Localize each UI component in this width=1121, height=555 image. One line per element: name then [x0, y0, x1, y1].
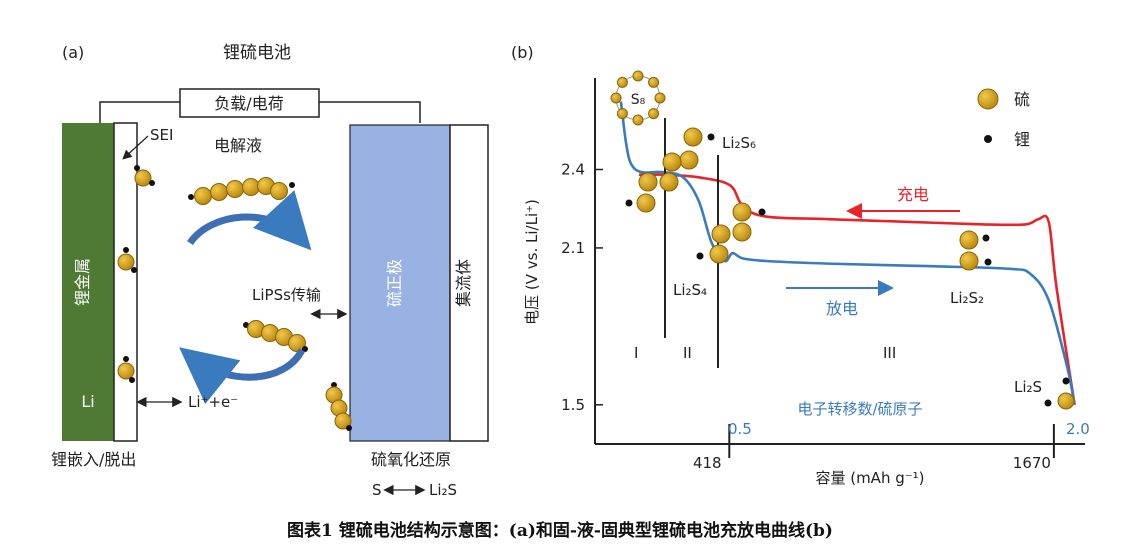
lithium-metal-label: 锂金属 [73, 258, 92, 306]
top-tick-0-5: 0.5 [728, 420, 752, 438]
discharge-curve [619, 101, 1076, 406]
sei-layer [113, 122, 138, 442]
sei-polysulfide-2 [117, 247, 137, 273]
load-box [179, 88, 320, 118]
charge-label: 充电 [897, 185, 929, 204]
li2s6-molecule [625, 127, 715, 213]
legend-lithium-label: 锂 [1014, 130, 1030, 149]
sei-polysulfide-3 [117, 356, 135, 383]
cathode-polysulfide-chain [325, 382, 352, 431]
li2s2-label: Li₂S₂ [950, 289, 984, 307]
panel-a-label: (a) [62, 43, 84, 62]
y-tick-label: 1.5 [561, 396, 585, 414]
shuttle-arrow-bottom [179, 347, 306, 405]
region-1-label: I [634, 344, 638, 362]
x-tick-label: 1670 [1013, 454, 1051, 472]
y-axis-label: 电压 (V vs. Li/Li⁺) [523, 199, 541, 325]
legend-sulfur-marker [977, 88, 999, 110]
region-2-label: II [683, 344, 692, 362]
sei-pointer [122, 135, 149, 160]
shuttle-arrow-top [187, 190, 312, 251]
li2s2-molecule [959, 230, 992, 271]
lithium-anode [62, 123, 114, 441]
li-label: Li [81, 392, 94, 411]
panel-b: (b) 电压 (V vs. Li/Li⁺) 容量 (mAh g⁻¹) 1.5 2.… [511, 43, 1090, 487]
wire-right [319, 101, 421, 123]
panel-a: (a) 锂硫电池 负载/电荷 锂金属 Li SEI 电解液 硫正极 集流体 [51, 43, 489, 499]
polysulfide-chain-lower [243, 320, 308, 352]
li2s4-molecule [696, 202, 766, 264]
li2s6-label: Li₂S₆ [722, 134, 756, 152]
cathode-label: 硫正极 [385, 259, 404, 307]
wire-left [99, 101, 180, 123]
discharge-label: 放电 [826, 299, 858, 318]
li2s-label: Li₂S [1014, 378, 1042, 396]
reaction-right: Li₂S [429, 481, 457, 499]
legend-sulfur-label: 硫 [1014, 90, 1030, 109]
lipss-label: LiPSs传输 [252, 286, 321, 304]
x-axis-label: 容量 (mAh g⁻¹) [815, 469, 924, 487]
region-3-label: III [883, 344, 896, 362]
li-ion-label: Li⁺+e⁻ [188, 393, 238, 411]
legend-lithium-marker [984, 135, 992, 143]
current-collector [449, 124, 489, 442]
x-tick-label: 418 [693, 454, 722, 472]
top-tick-2-0: 2.0 [1066, 420, 1090, 438]
sulfur-redox-label: 硫氧化还原 [371, 450, 451, 469]
y-tick-label: 2.4 [561, 161, 585, 179]
sei-label: SEI [150, 126, 173, 144]
legend: 硫 锂 [977, 88, 1030, 149]
sei-polysulfide-1 [134, 165, 155, 187]
electrolyte-label: 电解液 [214, 136, 262, 155]
polysulfide-chain-upper [188, 177, 295, 205]
reaction-left: S [372, 481, 382, 499]
lithium-insertion-label: 锂嵌入/脱出 [51, 450, 136, 469]
figure-caption: 图表1 锂硫电池结构示意图：(a)和固-液-固典型锂硫电池充放电曲线(b) [287, 520, 833, 541]
y-ticks: 1.5 2.1 2.4 [561, 161, 603, 414]
li2s4-label: Li₂S₄ [673, 281, 707, 299]
sulfur-cathode [349, 124, 451, 442]
x-ticks: 418 1670 [693, 424, 1055, 472]
electron-transfer-label: 电子转移数/硫原子 [797, 400, 922, 418]
load-label: 负载/电荷 [214, 94, 283, 113]
panel-a-title: 锂硫电池 [223, 43, 291, 63]
s8-ring: S₈ [610, 70, 666, 126]
y-tick-label: 2.1 [561, 239, 585, 257]
panel-b-label: (b) [511, 43, 534, 62]
li2s-molecule [1044, 377, 1075, 410]
s8-label: S₈ [631, 92, 646, 108]
collector-label: 集流体 [454, 259, 473, 307]
